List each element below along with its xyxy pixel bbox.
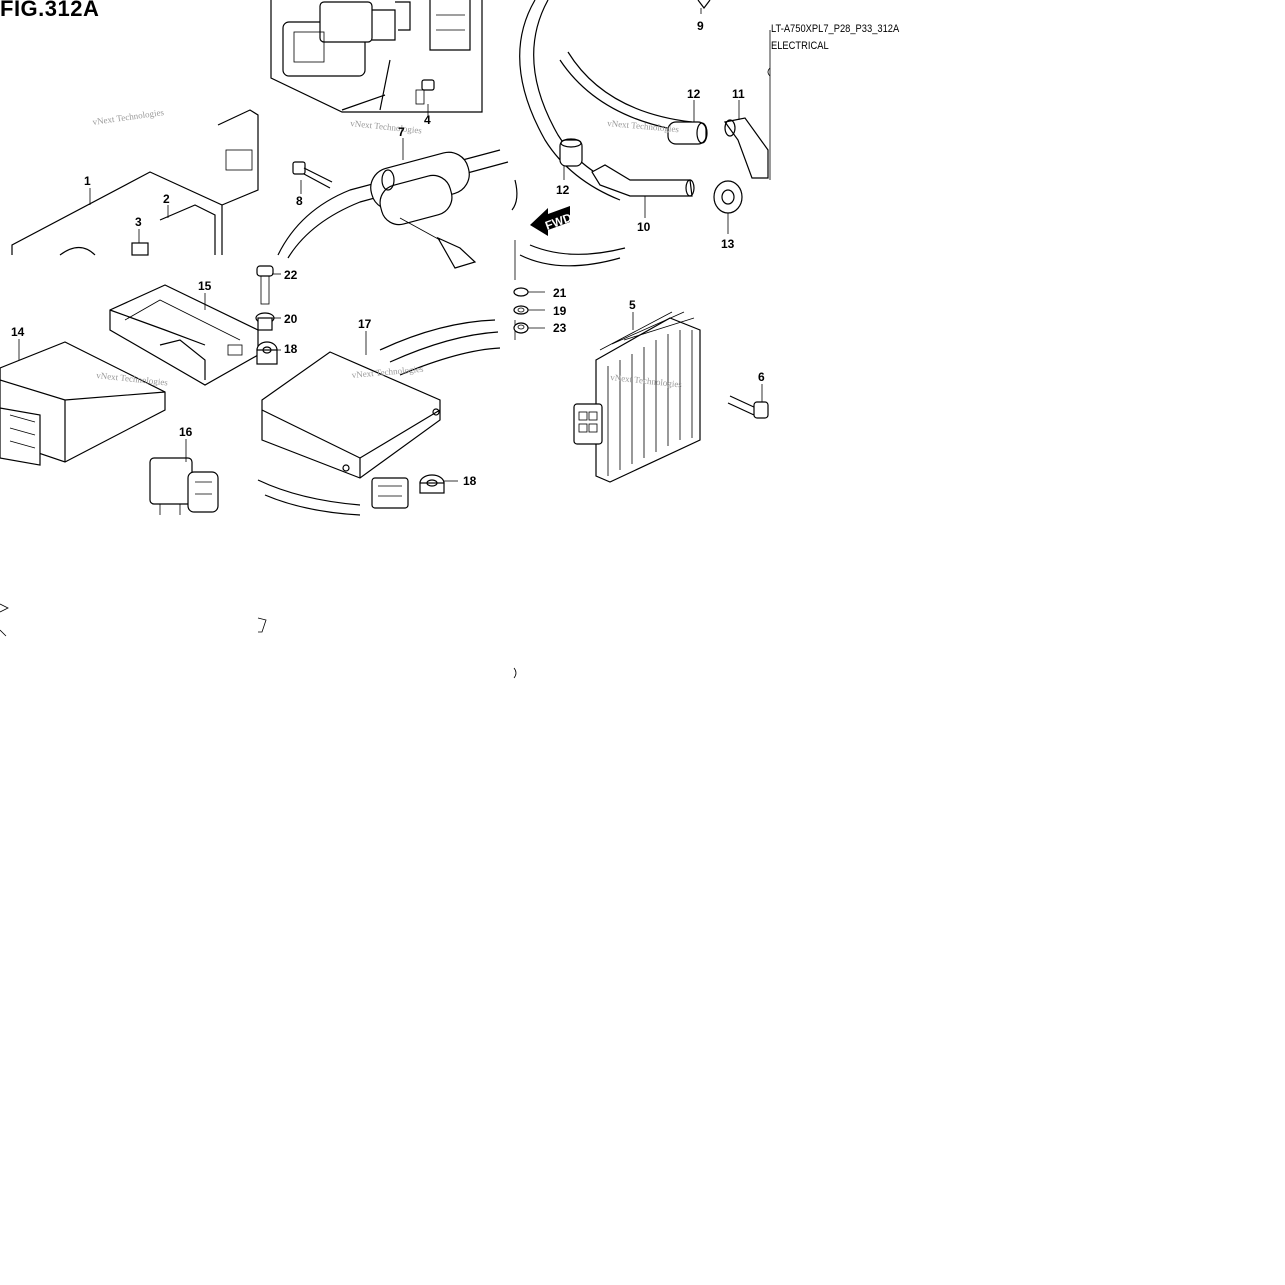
callout-5: 5 (629, 298, 636, 312)
callout-6: 6 (758, 370, 765, 384)
watermark-text: vNext Technologies (607, 118, 680, 134)
grommet-18-lower-drawing (419, 474, 445, 494)
ecm-14-drawing (0, 341, 166, 466)
figure-reference-code: LT-A750XPL7_P28_P33_312A (771, 23, 900, 35)
watermark-text: vNext Technologies (92, 107, 165, 127)
figure-title: FIG.312A (0, 0, 100, 21)
callout-17: 17 (358, 317, 372, 331)
callout-7: 7 (398, 125, 405, 139)
callout-21: 21 (553, 286, 567, 300)
collar-20-drawing (255, 312, 275, 331)
bracket-1-drawing (11, 109, 259, 256)
callout-22: 22 (284, 268, 298, 282)
connector-16-drawing (149, 457, 219, 515)
watermark-text: vNext Technologies (350, 118, 423, 136)
callout-16: 16 (179, 425, 193, 439)
stray-fragments (0, 67, 771, 679)
washer-19-drawing (513, 305, 529, 315)
figure-section-label: ELECTRICAL (771, 40, 829, 52)
callout-10: 10 (637, 220, 651, 234)
callout-12-right: 12 (687, 87, 701, 101)
terminal-3-drawing (131, 242, 149, 256)
callout-8: 8 (296, 194, 303, 208)
leader-lines (18, 8, 763, 482)
callout-15: 15 (198, 279, 212, 293)
ignition-coil-drawing (277, 94, 509, 269)
callout-13: 13 (721, 237, 735, 251)
washer-13-drawing (713, 180, 743, 214)
callout-14: 14 (11, 325, 25, 339)
callout-23: 23 (553, 321, 567, 335)
callout-11: 11 (732, 87, 745, 101)
boot-12-right-drawing (667, 121, 708, 145)
callout-labels: 1 2 3 4 5 6 7 8 9 10 11 12 12 13 14 15 1… (11, 19, 765, 488)
callout-12-left: 12 (556, 183, 570, 197)
bolt-6-drawing (727, 395, 769, 419)
callout-2: 2 (163, 192, 170, 206)
regulator-5-drawing (573, 311, 701, 483)
washer-21-drawing (513, 287, 529, 297)
starter-relay-drawing (282, 0, 471, 111)
callout-9: 9 (697, 19, 704, 33)
callout-1: 1 (84, 174, 91, 188)
callout-18-lower: 18 (463, 474, 477, 488)
cap-10-drawing (591, 164, 695, 197)
boot-12-left-drawing (559, 138, 583, 167)
control-unit-17-drawing (257, 319, 501, 516)
bracket-15-drawing (109, 284, 259, 386)
fwd-arrow: FWD (530, 206, 574, 236)
clip-9-drawing (697, 0, 711, 9)
callout-20: 20 (284, 312, 298, 326)
bolt-8-drawing (292, 161, 333, 189)
callout-4: 4 (424, 113, 431, 127)
harness-tubes-drawing (511, 0, 693, 267)
nut-23-drawing (513, 322, 529, 334)
bolt-22-drawing (256, 265, 274, 305)
grommet-18-upper-drawing (256, 341, 278, 365)
bolt-4-drawing (415, 79, 435, 105)
callout-18-upper: 18 (284, 342, 298, 356)
callout-19: 19 (553, 304, 567, 318)
cap-11-drawing (723, 117, 769, 179)
callout-3: 3 (135, 215, 142, 229)
